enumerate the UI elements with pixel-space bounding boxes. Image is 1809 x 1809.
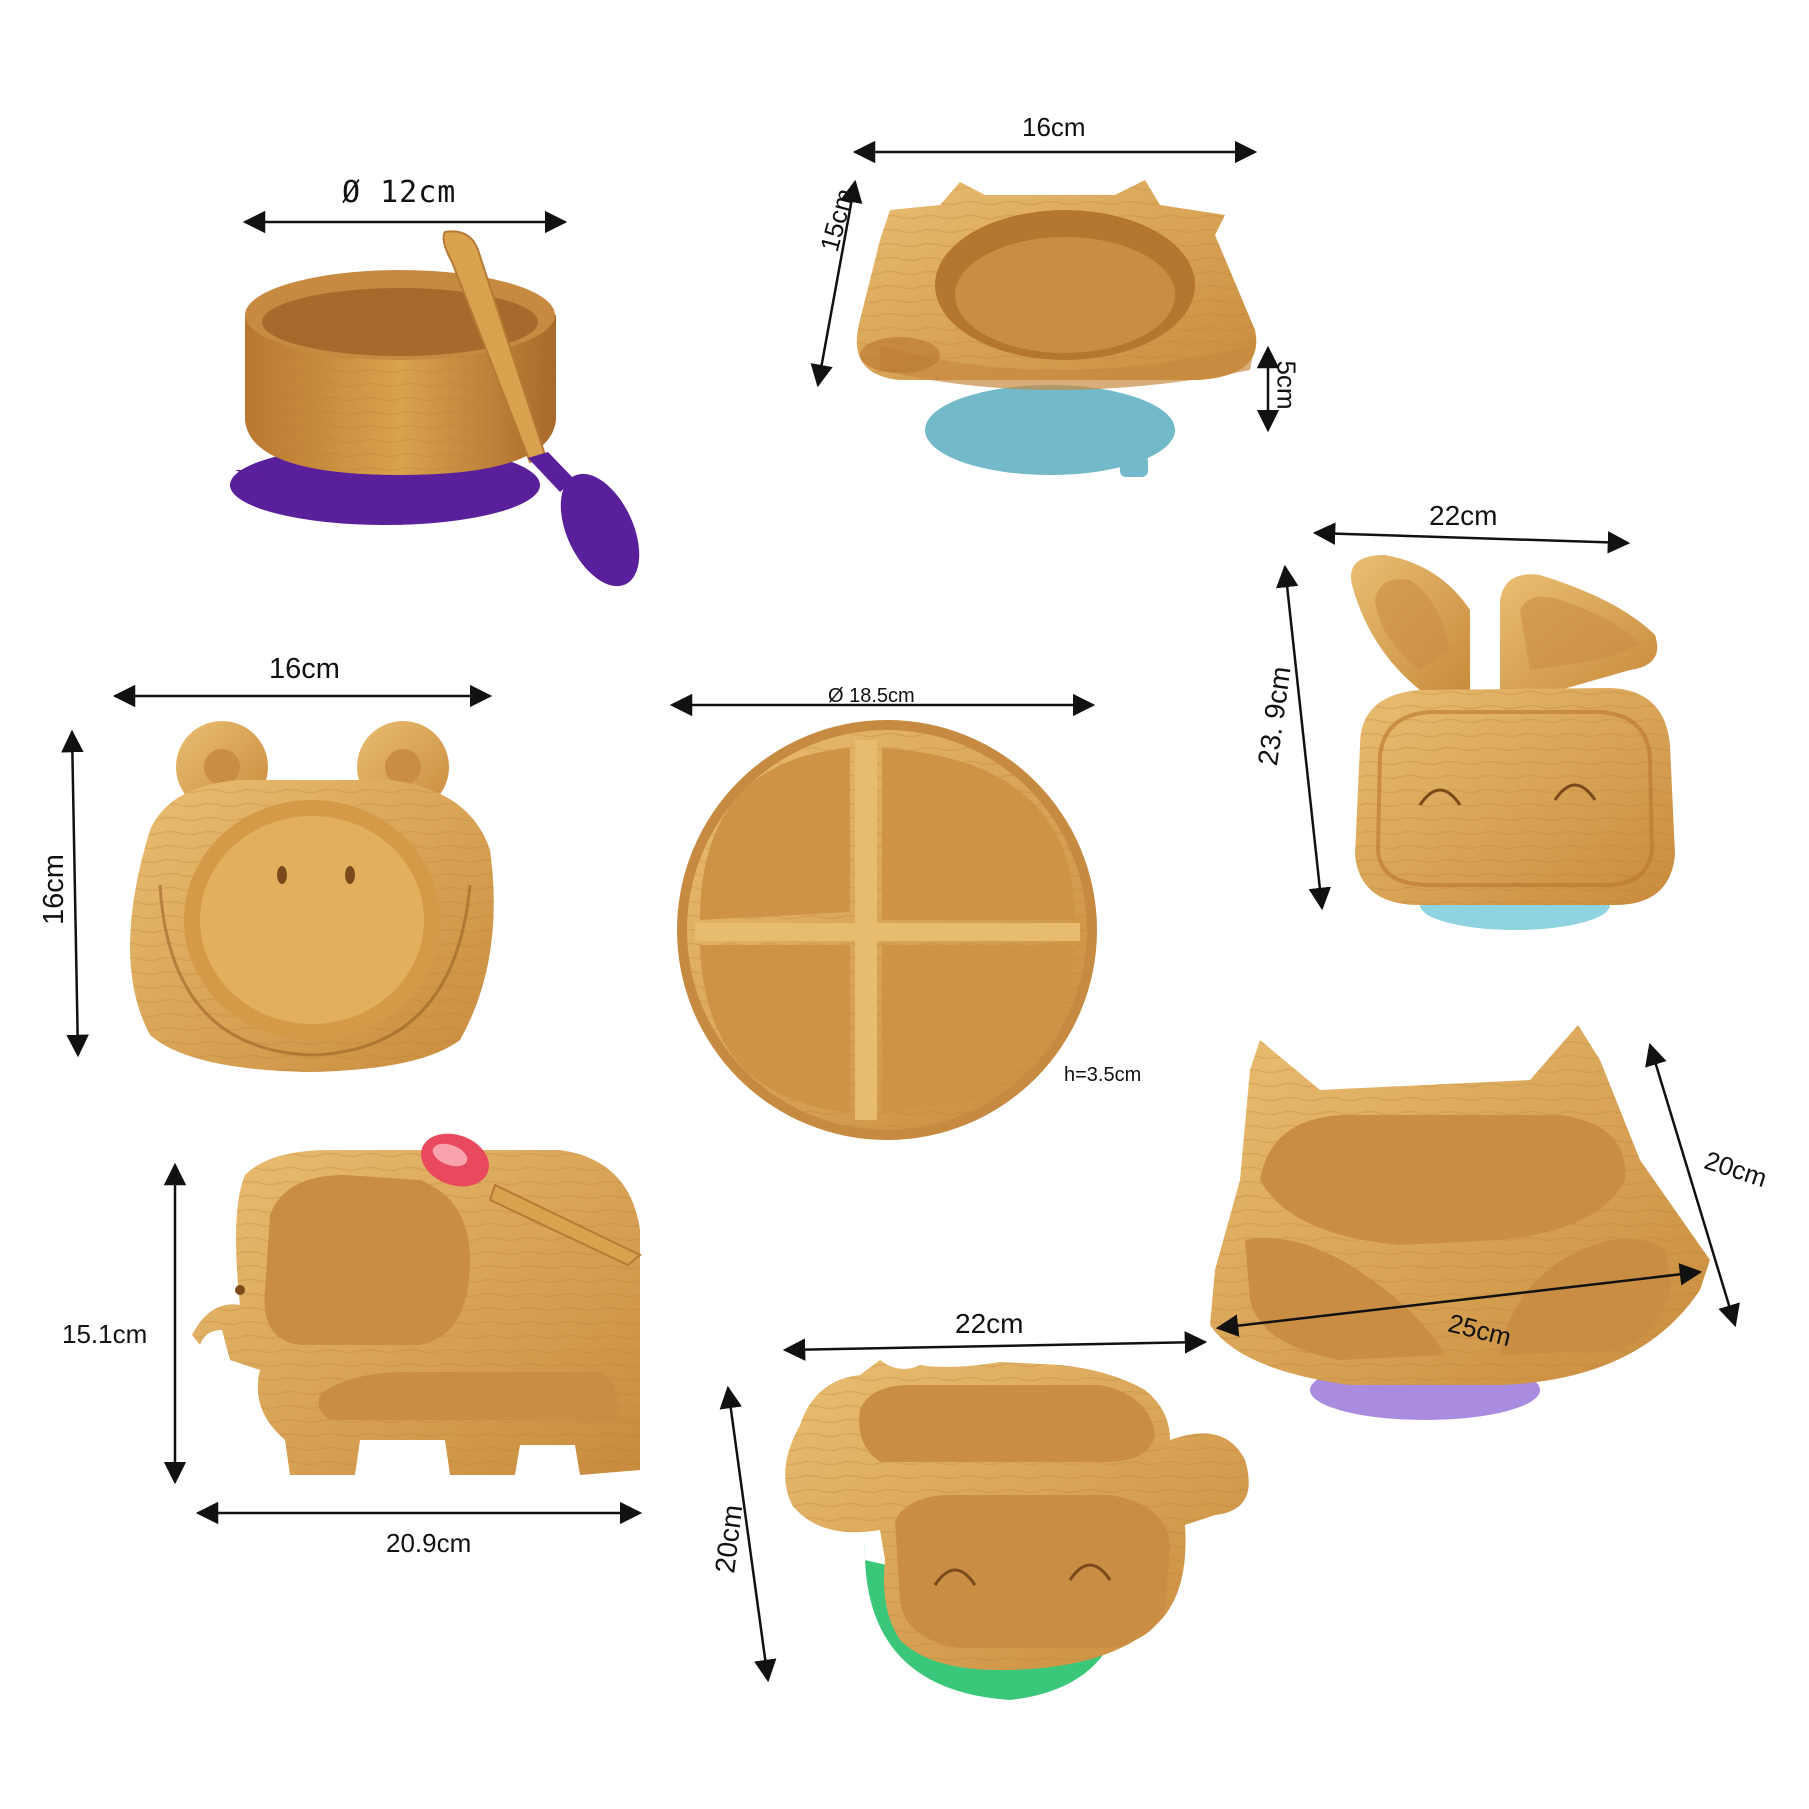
label-cow-width: 16cm — [1022, 112, 1086, 142]
label-bowl-diameter: Ø 12cm — [342, 175, 457, 210]
round-bowl-product — [230, 230, 640, 587]
elephant-plate-product — [192, 1133, 642, 1475]
label-sheep-width: 22cm — [955, 1308, 1024, 1339]
arrow-sheep-height — [719, 1385, 777, 1683]
label-round-height: h=3.5cm — [1064, 1064, 1142, 1086]
dimension-arrows — [61, 140, 1740, 1683]
label-elephant-height: 15.1cm — [62, 1319, 148, 1349]
arrow-rabbit-width — [1312, 522, 1631, 554]
arrow-rabbit-height — [1276, 564, 1331, 911]
blue-suction-base — [925, 385, 1175, 475]
arrow-fox-width — [1215, 1263, 1703, 1337]
fox-plate-product — [1210, 1025, 1710, 1420]
label-cow-height: 5cm — [1271, 360, 1302, 410]
sheep-top-well — [859, 1385, 1155, 1462]
arrow-frog-height — [61, 729, 89, 1058]
elephant-ear-well — [264, 1175, 470, 1345]
purple-spoon — [442, 230, 640, 587]
cow-bowl-product — [856, 180, 1257, 477]
arrow-sheep-width — [782, 1331, 1208, 1361]
elephant-body-well — [318, 1371, 620, 1420]
frog-bowl-product — [130, 721, 494, 1072]
sheep-face-well — [895, 1495, 1170, 1648]
arrow-fox-height — [1645, 1042, 1740, 1328]
label-rabbit-width: 22cm — [1429, 500, 1498, 531]
label-elephant-width: 20.9cm — [386, 1528, 472, 1558]
sheep-plate-product — [785, 1360, 1249, 1700]
label-frog-height: 16cm — [37, 854, 70, 925]
fox-top-well — [1260, 1115, 1626, 1245]
arrow-cow-depth — [810, 179, 863, 388]
label-frog-width: 16cm — [269, 653, 340, 685]
round-divided-plate-product — [677, 720, 1097, 1140]
pink-spoon — [421, 1133, 642, 1267]
label-round-diameter: Ø 18.5cm — [828, 685, 915, 707]
rabbit-plate-product — [1350, 555, 1675, 930]
